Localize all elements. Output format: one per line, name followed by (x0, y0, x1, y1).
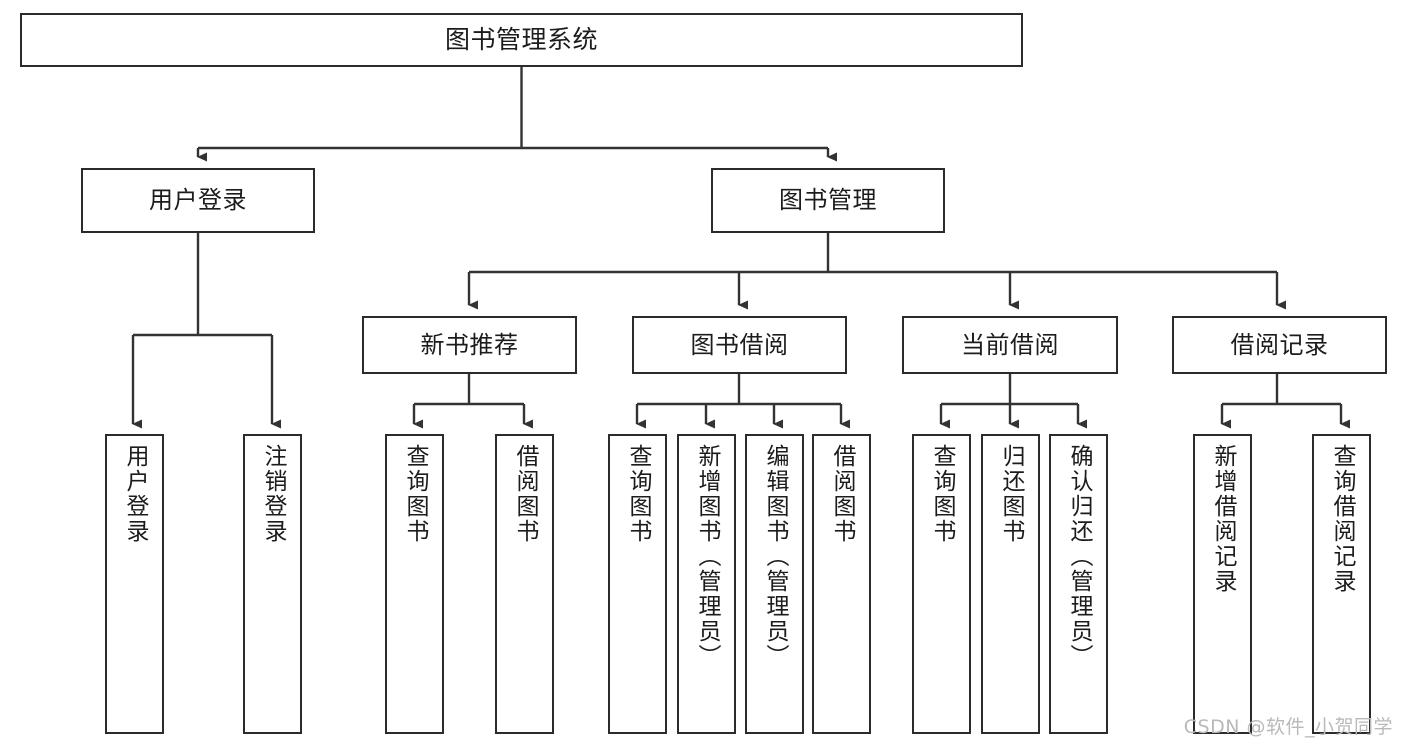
node-label: 注销登录 (260, 444, 286, 544)
node-leaf-edit-book-admin[interactable]: 编辑图书（管理员） (745, 434, 804, 734)
csdn-watermark: CSDN @软件_小贺同学 (1183, 716, 1393, 738)
node-label: 查询借阅记录 (1329, 444, 1355, 594)
node-leaf-query-book-current[interactable]: 查询图书 (912, 434, 971, 734)
node-leaf-query-book-recommend[interactable]: 查询图书 (385, 434, 444, 734)
node-label: 用户登录 (149, 186, 247, 215)
node-user-login[interactable]: 用户登录 (81, 168, 315, 233)
node-leaf-add-book-admin[interactable]: 新增图书（管理员） (677, 434, 736, 734)
node-label: 归还图书 (998, 444, 1024, 544)
node-new-book-recommendation[interactable]: 新书推荐 (362, 316, 577, 374)
node-book-management[interactable]: 图书管理 (711, 168, 945, 233)
node-label: 图书管理系统 (444, 25, 598, 54)
node-current-borrowing[interactable]: 当前借阅 (902, 316, 1118, 374)
node-label: 新增借阅记录 (1210, 444, 1236, 594)
node-label: 借阅图书 (512, 444, 538, 544)
node-label: 图书管理 (779, 186, 877, 215)
node-leaf-borrow-book-recommend[interactable]: 借阅图书 (495, 434, 554, 734)
node-leaf-user-login[interactable]: 用户登录 (105, 434, 164, 734)
node-leaf-borrow-book[interactable]: 借阅图书 (812, 434, 871, 734)
node-leaf-confirm-return-admin[interactable]: 确认归还（管理员） (1049, 434, 1108, 734)
node-label: 新增图书（管理员） (694, 444, 720, 669)
node-label: 借阅图书 (829, 444, 855, 544)
node-label: 编辑图书（管理员） (762, 444, 788, 669)
node-label: 借阅记录 (1230, 330, 1329, 359)
node-label: 查询图书 (625, 444, 651, 544)
node-root-book-management-system[interactable]: 图书管理系统 (20, 13, 1023, 67)
node-label: 查询图书 (929, 444, 955, 544)
node-label: 确认归还（管理员） (1066, 444, 1092, 669)
node-leaf-add-borrow-record[interactable]: 新增借阅记录 (1193, 434, 1252, 734)
node-leaf-query-book-borrow[interactable]: 查询图书 (608, 434, 667, 734)
node-leaf-query-borrow-record[interactable]: 查询借阅记录 (1312, 434, 1371, 734)
node-borrowing-record[interactable]: 借阅记录 (1172, 316, 1387, 374)
node-label: 新书推荐 (420, 330, 519, 359)
node-leaf-logout[interactable]: 注销登录 (243, 434, 302, 734)
node-label: 当前借阅 (961, 330, 1059, 359)
node-leaf-return-book[interactable]: 归还图书 (981, 434, 1040, 734)
node-label: 用户登录 (122, 444, 148, 544)
node-label: 查询图书 (402, 444, 428, 544)
node-label: 图书借阅 (690, 330, 789, 359)
node-book-borrowing[interactable]: 图书借阅 (632, 316, 847, 374)
